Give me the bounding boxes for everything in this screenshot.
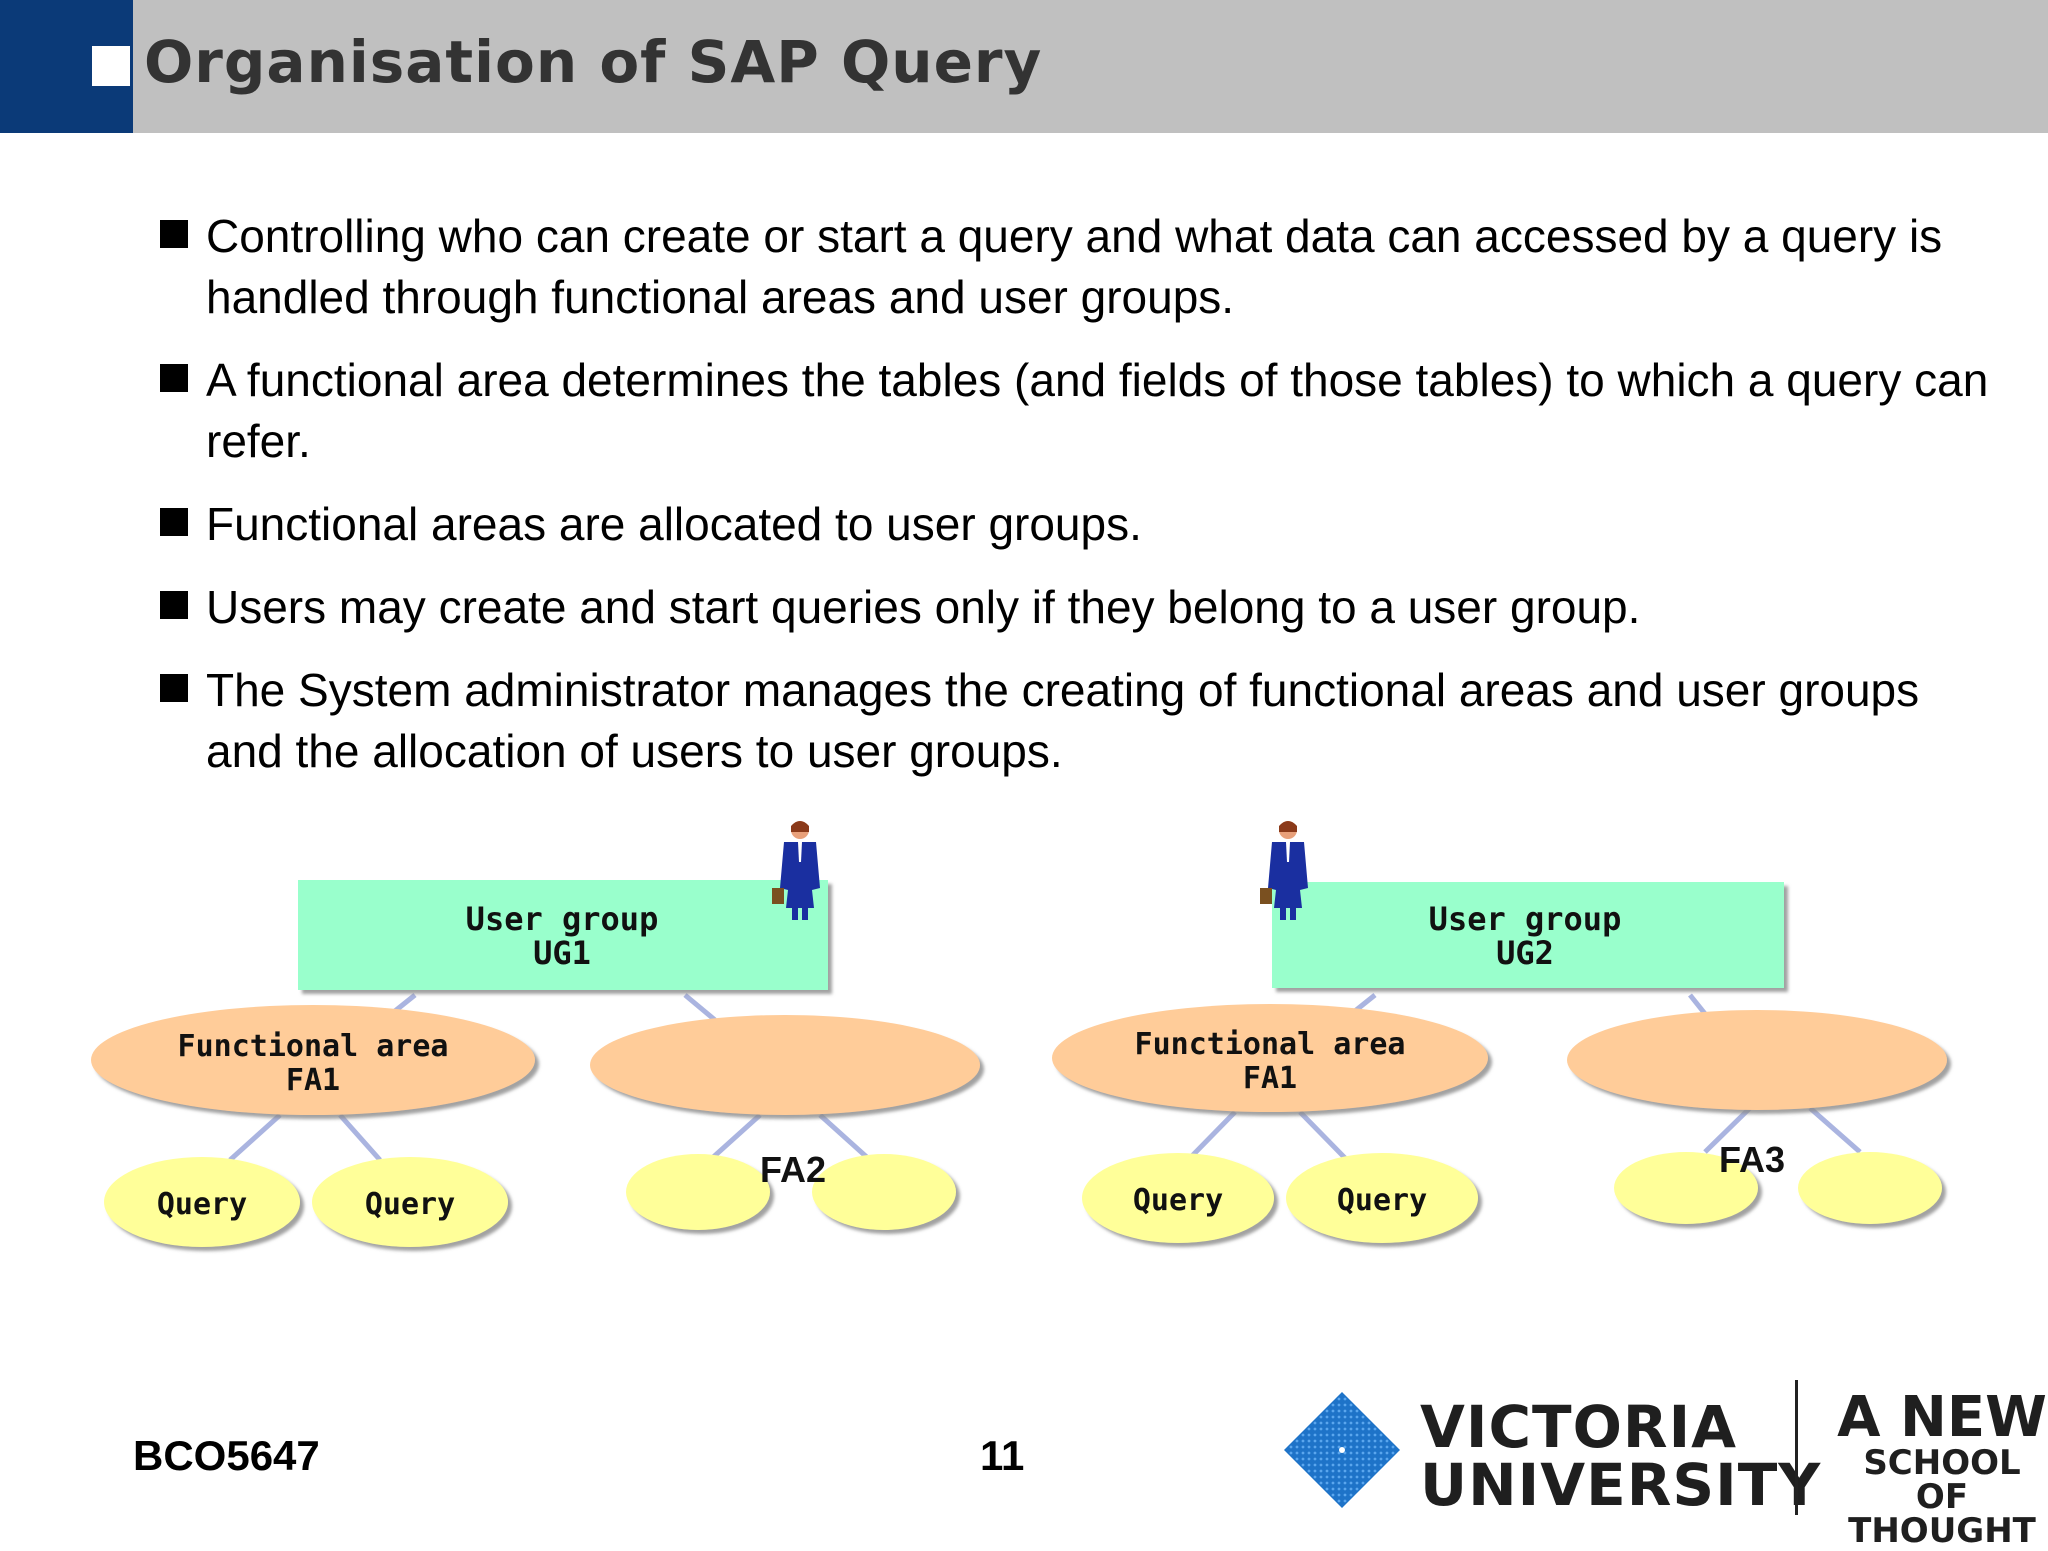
query-label: Query <box>365 1187 455 1222</box>
functional-area-ellipse <box>91 1005 535 1115</box>
user-group-id: UG2 <box>1496 934 1554 972</box>
functional-area-fa3 <box>1567 1010 1947 1110</box>
query-nodes-group1: Query Query FA2 <box>104 1149 956 1247</box>
tagline-line3: THOUGHT <box>1848 1511 2036 1551</box>
functional-area-fa1-group1: Functional area FA1 <box>91 1005 535 1115</box>
university-name-line1: VICTORIA <box>1420 1393 1738 1461</box>
bullet-item: Controlling who can create or start a qu… <box>160 206 2000 328</box>
user-group-ug1: User group UG1 <box>298 880 828 990</box>
bullet-item: Users may create and start queries only … <box>160 577 2000 638</box>
functional-area-label: Functional area <box>1135 1027 1406 1062</box>
query-label: Query <box>157 1187 247 1222</box>
university-diamond-logo-icon <box>1284 1392 1400 1508</box>
query-label: Query <box>1133 1183 1223 1218</box>
bullet-item: The System administrator manages the cre… <box>160 660 2000 782</box>
connector-lines-group2 <box>1188 993 1862 1160</box>
bullet-item: Functional areas are allocated to user g… <box>160 494 2000 555</box>
functional-area-id: FA1 <box>1243 1061 1297 1096</box>
query-ellipse <box>1286 1153 1478 1243</box>
fa3-label: FA3 <box>1719 1139 1785 1180</box>
bullet-item: A functional area determines the tables … <box>160 350 2000 472</box>
tagline-line1: A NEW <box>1837 1385 2047 1450</box>
query-ellipse-empty <box>812 1154 956 1230</box>
functional-area-id: FA1 <box>286 1063 340 1098</box>
user-group-title: User group <box>1429 900 1622 938</box>
query-label: Query <box>1337 1183 1427 1218</box>
course-code: BCO5647 <box>133 1432 320 1479</box>
logo-divider <box>1795 1380 1798 1515</box>
functional-area-fa2 <box>590 1015 980 1115</box>
query-ellipse <box>1082 1153 1274 1243</box>
header-square-icon <box>92 46 130 86</box>
bullet-square-icon <box>160 220 188 248</box>
bullet-text: Controlling who can create or start a qu… <box>206 210 1943 323</box>
functional-area-label: Functional area <box>178 1029 449 1064</box>
query-ellipse <box>312 1157 508 1247</box>
user-group-box <box>1272 882 1784 988</box>
slide-title: Organisation of SAP Query <box>144 28 1043 96</box>
bullet-text: The System administrator manages the cre… <box>206 664 1920 777</box>
fa2-label: FA2 <box>760 1149 826 1190</box>
functional-area-ellipse <box>590 1015 980 1115</box>
query-ellipse-empty <box>626 1154 770 1230</box>
user-group-ug2: User group UG2 <box>1272 882 1784 988</box>
query-ellipse-empty <box>1798 1152 1942 1224</box>
query-ellipse <box>104 1157 300 1247</box>
tagline: A NEW SCHOOL OF THOUGHT <box>1836 1385 2048 1551</box>
functional-area-ellipse <box>1052 1004 1488 1112</box>
query-nodes-group2: Query Query FA3 <box>1082 1139 1942 1243</box>
query-organisation-diagram: User group UG1 Functional area FA1 Query… <box>91 821 1947 1247</box>
connector-lines-group1 <box>228 993 872 1162</box>
header-accent-block <box>0 0 133 133</box>
university-name: VICTORIA UNIVERSITY <box>1420 1398 1821 1514</box>
bullet-text: Functional areas are allocated to user g… <box>206 498 1142 550</box>
user-group-box <box>298 880 828 990</box>
user-person-icon <box>1260 821 1308 920</box>
bullet-text: Users may create and start queries only … <box>206 581 1641 633</box>
bullet-list: Controlling who can create or start a qu… <box>160 206 2000 804</box>
bullet-square-icon <box>160 364 188 392</box>
functional-area-fa1-group2: Functional area FA1 <box>1052 1004 1488 1112</box>
bullet-square-icon <box>160 591 188 619</box>
user-group-title: User group <box>466 900 659 938</box>
functional-area-ellipse <box>1567 1010 1947 1110</box>
slide-header: Organisation of SAP Query <box>0 0 2048 133</box>
bullet-square-icon <box>160 508 188 536</box>
user-group-id: UG1 <box>533 934 591 972</box>
bullet-text: A functional area determines the tables … <box>206 354 1989 467</box>
tagline-line2: SCHOOL OF <box>1863 1443 2021 1517</box>
user-person-icon <box>772 821 820 920</box>
university-name-line2: UNIVERSITY <box>1420 1451 1822 1519</box>
page-number: 11 <box>980 1432 1025 1479</box>
bullet-square-icon <box>160 674 188 702</box>
query-ellipse-empty <box>1614 1152 1758 1224</box>
